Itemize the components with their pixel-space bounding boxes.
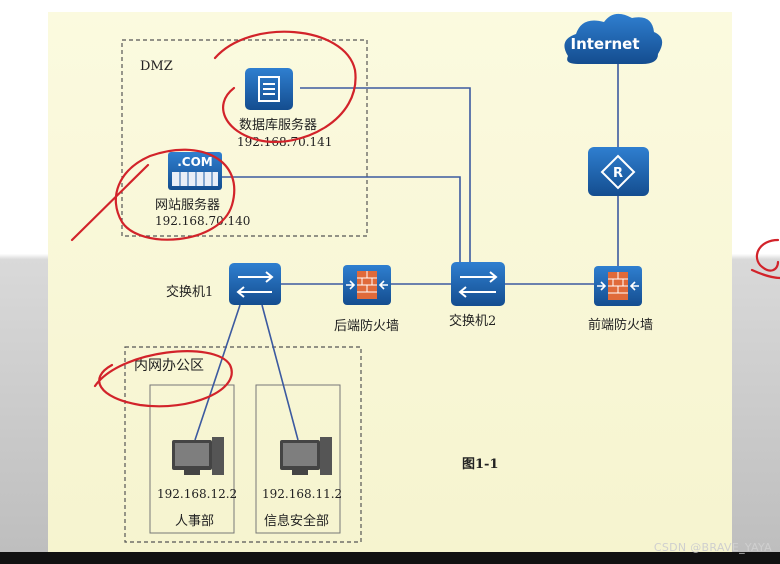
annotation-edge-mark — [750, 238, 780, 280]
link-db-switch2 — [300, 87, 471, 262]
annotation-circle-db — [213, 30, 357, 143]
database-server-name: 数据库服务器 — [239, 117, 317, 133]
link-web-switch2 — [222, 176, 461, 262]
switch-icon — [229, 263, 281, 305]
sec-subzone — [255, 384, 341, 534]
pc-hr-dept: 人事部 — [175, 514, 214, 529]
link-switch1-pc-sec — [261, 304, 299, 441]
rear-firewall-label: 后端防火墙 — [334, 318, 399, 334]
pc-hr: 192.168.12.2 人事部 — [157, 437, 237, 529]
bottom-bar — [0, 552, 780, 564]
web-server: .COM 网站服务器 192.168.70.140 — [155, 152, 250, 228]
database-server: 数据库服务器 192.168.70.141 — [237, 68, 332, 149]
switch-2-label: 交换机2 — [449, 313, 496, 329]
annotation-circle-web — [70, 148, 236, 242]
router: R — [588, 147, 649, 196]
tower-icon — [320, 437, 332, 475]
source-watermark: CSDN @BRAVE_YAYA — [653, 541, 772, 554]
office-label: 内网办公区 — [134, 358, 204, 374]
tower-icon — [212, 437, 224, 475]
switch-2: 交换机2 — [449, 262, 505, 329]
rear-firewall: 后端防火墙 — [334, 265, 399, 334]
red-annotations — [70, 30, 780, 408]
switch-1-label: 交换机1 — [166, 284, 213, 300]
web-server-badge: .COM — [177, 155, 213, 169]
web-server-name: 网站服务器 — [155, 197, 220, 213]
router-icon — [600, 154, 636, 190]
link-switch1-pc-hr — [194, 304, 241, 441]
web-server-ip: 192.168.70.140 — [155, 214, 250, 228]
dmz-label: DMZ — [140, 59, 173, 74]
links — [194, 62, 619, 441]
pc-hr-ip: 192.168.12.2 — [157, 487, 237, 501]
annotation-circle-office — [93, 350, 233, 408]
office-zone — [124, 346, 362, 543]
svg-text:R: R — [613, 166, 623, 181]
internet-cloud: Internet — [564, 13, 663, 64]
switch-icon — [451, 262, 505, 306]
figure-label: 图1-1 — [462, 457, 499, 472]
internet-label: Internet — [570, 35, 639, 53]
pc-sec-dept: 信息安全部 — [264, 513, 329, 529]
hr-subzone — [149, 384, 235, 534]
dmz-zone — [121, 39, 368, 237]
front-firewall-label: 前端防火墙 — [588, 317, 653, 333]
switch-1: 交换机1 — [166, 263, 281, 305]
pc-sec-ip: 192.168.11.2 — [262, 487, 342, 501]
cloud-icon — [564, 13, 663, 64]
pc-security: 192.168.11.2 信息安全部 — [262, 437, 342, 529]
front-firewall: 前端防火墙 — [588, 266, 653, 333]
